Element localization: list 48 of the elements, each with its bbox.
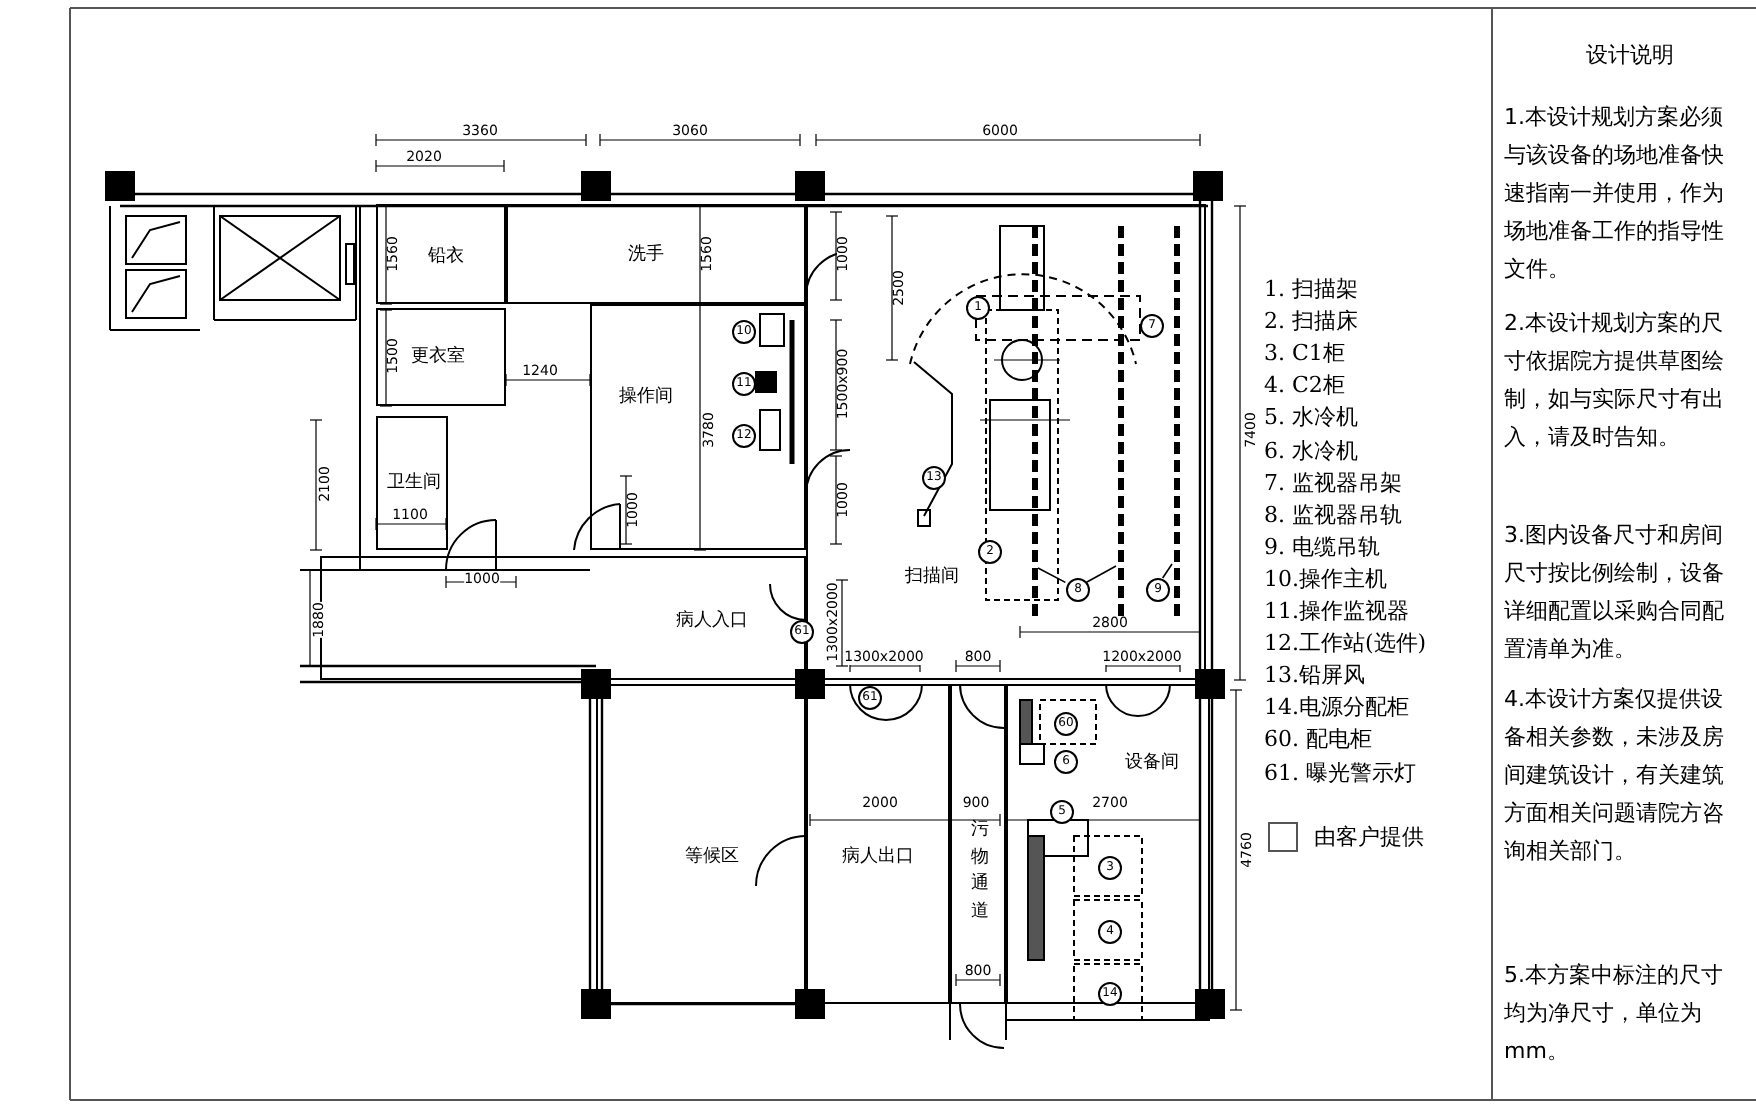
ceiling-rail (1032, 226, 1040, 616)
equipment-list-item: 12.工作站(选件) (1264, 632, 1427, 655)
equipment-list-item: 7. 监视器吊架 (1264, 471, 1402, 494)
design-note: 4.本设计方案仅提供设备相关参数，未涉及房间建筑设计，有关建筑方面相关问题请院方咨询相关部门。 (1504, 684, 1726, 868)
room-outline (376, 308, 506, 406)
equipment-list-item: 60. 配电柜 (1264, 728, 1372, 751)
leader-line (1161, 563, 1173, 579)
room-label: 污物通道 (970, 818, 990, 925)
room-label: 洗手 (628, 247, 664, 265)
equipment-list-item: 9. 电缆吊轨 (1264, 535, 1380, 558)
room-outline (1006, 684, 1210, 1004)
ceiling-rail (1174, 226, 1182, 616)
room-label: 病人出口 (842, 849, 914, 867)
room-outline (950, 684, 1006, 1004)
room-label: 病人入口 (676, 613, 748, 631)
design-note: 3.图内设备尺寸和房间尺寸按比例绘制，设备详细配置以采购合同配置清单为准。 (1504, 520, 1726, 666)
room-label: 扫描间 (905, 569, 959, 587)
equipment-list-item: 3. C1柜 (1264, 342, 1345, 365)
leader-line (1085, 565, 1117, 583)
equipment-list-item: 4. C2柜 (1264, 374, 1345, 397)
room-label: 等候区 (685, 849, 739, 867)
room-label: 卫生间 (387, 475, 441, 493)
equipment-list-item: 2. 扫描床 (1264, 310, 1358, 333)
room-outline (376, 416, 448, 550)
equipment-list-item: 10.操作主机 (1264, 567, 1387, 590)
room-label: 设备间 (1125, 755, 1179, 773)
equipment-list-item: 14.电源分配柜 (1264, 696, 1409, 719)
room-label: 更衣室 (411, 349, 465, 367)
equipment-list-item: 1. 扫描架 (1264, 278, 1358, 300)
legend-text: 由客户提供 (1314, 826, 1424, 848)
equipment-list-item: 61. 曝光警示灯 (1264, 761, 1416, 783)
equipment-list-item: 13.铅屏风 (1264, 664, 1365, 687)
room-outline (596, 684, 806, 1004)
room-outline (506, 204, 806, 304)
design-note: 2.本设计规划方案的尺寸依据院方提供草图绘制，如与实际尺寸有出入，请及时告知。 (1504, 308, 1726, 454)
equipment-list-item: 6. 水冷机 (1264, 439, 1358, 461)
design-note: 1.本设计规划方案必须与该设备的场地准备快速指南一并使用，作为场地准备工作的指导性文件。 (1504, 102, 1726, 286)
room-outline (320, 556, 806, 680)
equipment-list-item: 8. 监视器吊轨 (1264, 503, 1402, 526)
equipment-list-item: 11.操作监视器 (1264, 600, 1409, 622)
notes-heading: 设计说明 (1586, 44, 1674, 66)
leader-line (1037, 567, 1067, 584)
equipment-list-item: 5. 水冷机 (1264, 406, 1358, 429)
room-label: 操作间 (619, 389, 673, 407)
room-outline (376, 204, 506, 304)
ceiling-rail (1118, 226, 1126, 616)
room-label: 铅衣 (428, 249, 464, 267)
design-note: 5.本方案中标注的尺寸均为净尺寸，单位为mm。 (1504, 960, 1725, 1068)
